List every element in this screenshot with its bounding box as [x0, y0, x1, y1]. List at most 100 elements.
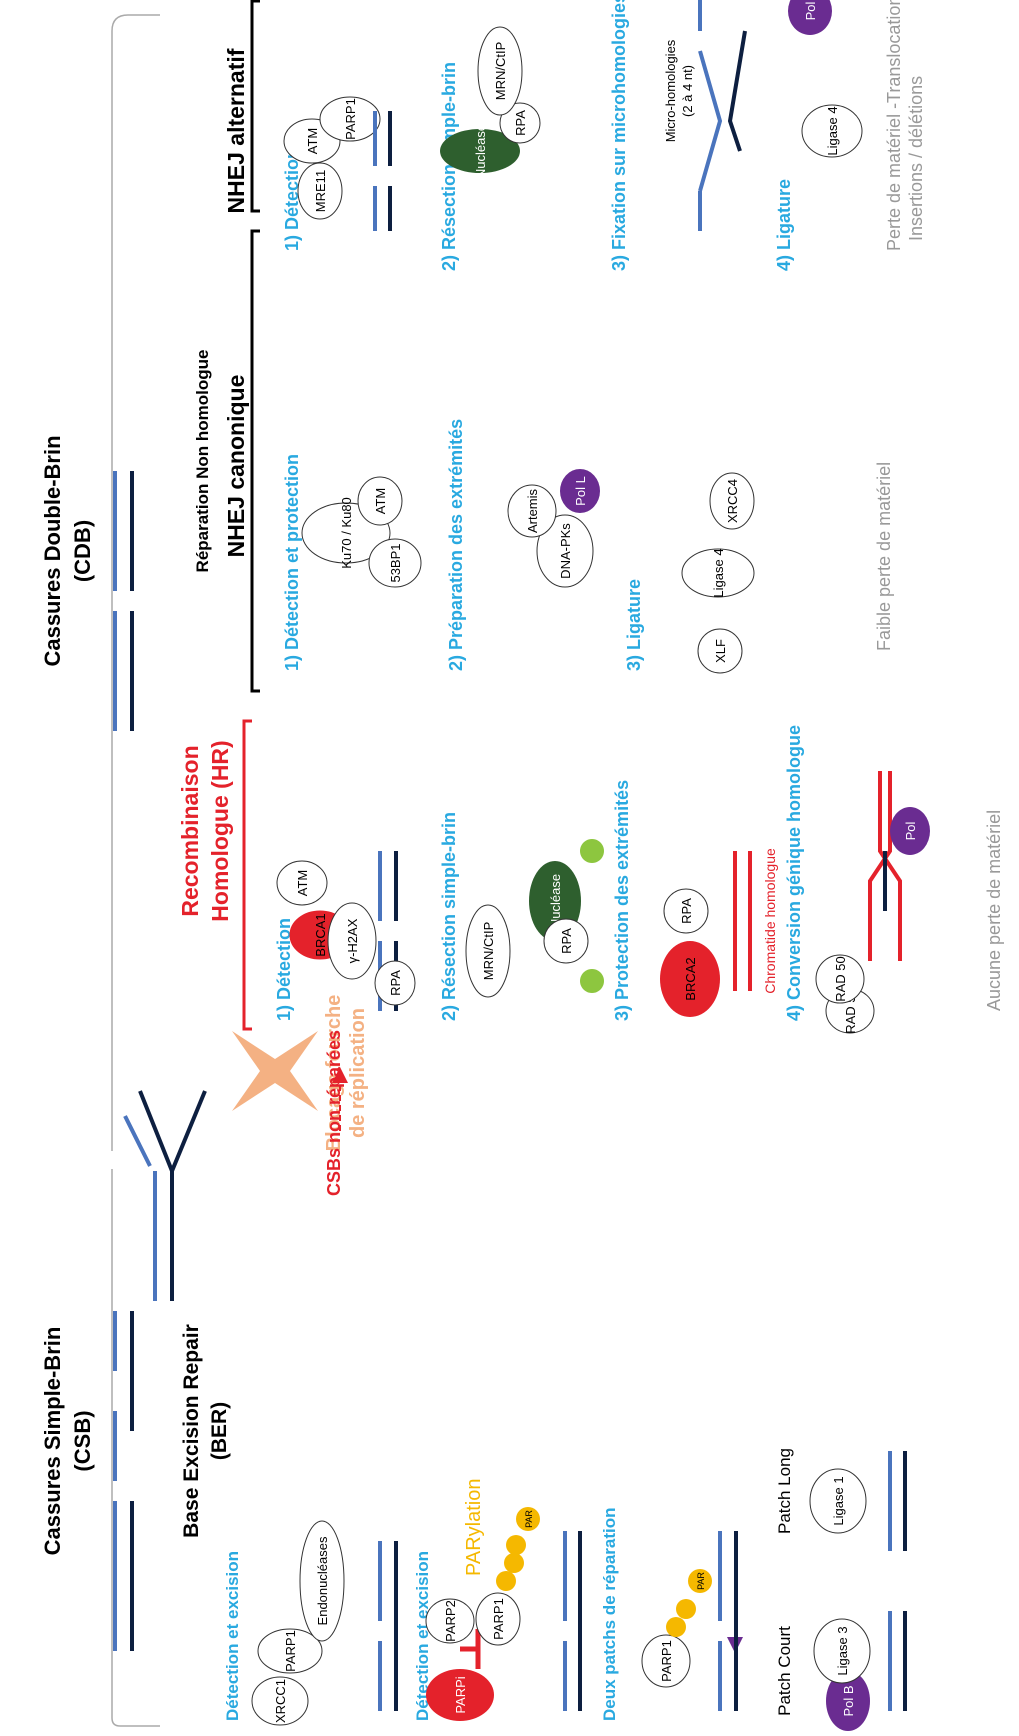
nhej-a-mrn-label: MRN/CtIP	[493, 42, 508, 101]
parp1-label-c: PARP1	[659, 1640, 674, 1682]
mre11-label: MRE11	[313, 170, 328, 212]
hr-step1: 1) Détection	[274, 918, 294, 1021]
nhej-a-bracket	[250, 0, 260, 213]
nhej-a-outcome-2: Insertions / délétions	[906, 76, 926, 241]
nhej-a-step2: 2) Résection simple-brin	[439, 62, 459, 271]
ber-frame	[111, 1169, 160, 1727]
hr-title-2: Homologue (HR)	[207, 740, 233, 921]
endo-protein	[299, 1520, 345, 1642]
parp1-protein-b	[475, 1592, 521, 1646]
hr-pol-protein	[890, 807, 930, 855]
hr-mrn-label: MRN/CtIP	[481, 922, 496, 981]
ligase3-label: Ligase 3	[835, 1626, 850, 1675]
ku-label: Ku70 / Ku80	[339, 497, 354, 569]
nhej-a-parp1-protein	[319, 96, 381, 142]
par-bead	[666, 1617, 686, 1637]
parp1-protein-c	[641, 1634, 691, 1688]
csb-dna-icon	[113, 1311, 134, 1651]
par-label: PAR	[696, 1572, 706, 1590]
rad50-label: RAD 50	[833, 956, 848, 1002]
rad50-protein	[815, 954, 865, 1004]
ber-dna-1	[378, 1541, 398, 1711]
xrcc4-label: XRCC4	[725, 479, 740, 523]
poll-label: Pol L	[573, 476, 588, 506]
ligase3-protein	[813, 1618, 871, 1684]
hr-rpa-protein-1	[374, 960, 416, 1006]
nhej-c-title: NHEJ canonique	[223, 375, 249, 558]
artemis-label: Artemis	[525, 488, 540, 533]
brca1-label: BRCA1	[313, 913, 328, 956]
xlf-protein	[697, 628, 743, 674]
par-bead	[676, 1599, 696, 1619]
nhej-a-dna-1	[373, 111, 392, 231]
hr-nuclease-pac	[580, 839, 604, 863]
hr-rpa-protein-2	[543, 918, 589, 964]
ligase1-label: Ligase 1	[831, 1476, 846, 1525]
ber-dna-final	[888, 1451, 907, 1711]
nhej-c-outcome: Faible perte de matériel	[874, 462, 894, 651]
cdb-title-1: Cassures Double-Brin	[40, 435, 65, 666]
parp1-label-b: PARP1	[491, 1598, 506, 1640]
nhej-a-step3: 3) Fixation sur microhomologies	[609, 0, 629, 271]
par-tag	[688, 1569, 712, 1593]
mre11-protein	[297, 162, 343, 220]
hr-mrn-protein	[465, 904, 511, 998]
nhej-a-nuclease-protein	[440, 129, 520, 173]
brca2-protein	[660, 941, 720, 1017]
par-label: PAR	[524, 1510, 534, 1528]
nhej-a-outcome-1: Perte de matériel -Translocations	[884, 0, 904, 251]
artemis-protein	[507, 484, 557, 538]
nhej-a-pol-label: Pol	[803, 1, 818, 20]
hr-step2: 2) Résection simple-brin	[439, 812, 459, 1021]
patch-long-label: Patch Long	[775, 1448, 794, 1534]
nhej-a-title: NHEJ alternatif	[223, 48, 249, 213]
hr-outcome: Aucune perte de matériel	[984, 810, 1004, 1011]
fork-dna-icon	[123, 1090, 207, 1301]
par-tag	[516, 1507, 540, 1531]
fork-block-icon	[232, 1031, 318, 1111]
micro-label-2: (2 à 4 nt)	[680, 65, 695, 117]
poll-protein	[560, 469, 600, 513]
nhej-c-atm-protein	[357, 476, 403, 526]
ber-step2: Détection et excision	[413, 1551, 432, 1721]
nhej-a-ligase4-protein	[801, 104, 863, 158]
ber-step3: Deux patchs de réparation	[600, 1507, 619, 1721]
nhej-a-rpa-label: RPA	[513, 110, 528, 136]
parpi-protein	[426, 1669, 494, 1721]
nonhomologous-title: Réparation Non homologue	[193, 350, 212, 573]
hr-rpa-label-1: RPA	[388, 970, 403, 996]
nhej-a-rpa-protein	[499, 102, 541, 144]
chromatide-label: Chromatide homologue	[762, 848, 778, 994]
ber-title-2: (BER)	[208, 1402, 231, 1460]
cdb-title-2: (CDB)	[70, 520, 95, 582]
nhej-c-step1: 1) Détection et protection	[282, 454, 302, 671]
parylation-label: PARylation	[463, 1479, 485, 1576]
hr-step3: 3) Protection des extrémités	[612, 780, 632, 1021]
hr-atm-protein	[276, 860, 328, 906]
nhej-c-step3: 3) Ligature	[624, 579, 644, 671]
hr-nuclease-pac	[580, 969, 604, 993]
hr-rpa-protein-3	[663, 888, 709, 934]
53bp1-protein	[368, 538, 422, 588]
hr-title-1: Recombinaison	[177, 745, 203, 916]
nhej-c-step2: 2) Préparation des extrémités	[446, 419, 466, 671]
dnapk-protein	[536, 514, 594, 588]
unrepaired-label: CSBs non réparées	[324, 1030, 344, 1196]
inhibition-bar	[460, 1629, 481, 1669]
brca2-label: BRCA2	[683, 957, 698, 1000]
ber-dna-3	[718, 1531, 738, 1711]
xrcc1-protein	[251, 1676, 309, 1726]
parp2-label: PARP2	[443, 1600, 458, 1642]
hr-strand-invasion	[868, 771, 902, 961]
dnapk-label: DNA-PKs	[558, 523, 573, 579]
micro-label-1: Micro-homologies	[663, 39, 678, 142]
ber-dna-2	[563, 1531, 582, 1711]
parp1-protein-a	[257, 1628, 323, 1674]
parp2-protein	[425, 1598, 475, 1644]
h2ax-protein	[327, 902, 377, 980]
nhej-a-pol-protein	[788, 0, 832, 35]
hr-bracket	[242, 719, 252, 1031]
cdb-frame	[111, 14, 160, 1151]
nhej-a-step4: 4) Ligature	[774, 179, 794, 271]
